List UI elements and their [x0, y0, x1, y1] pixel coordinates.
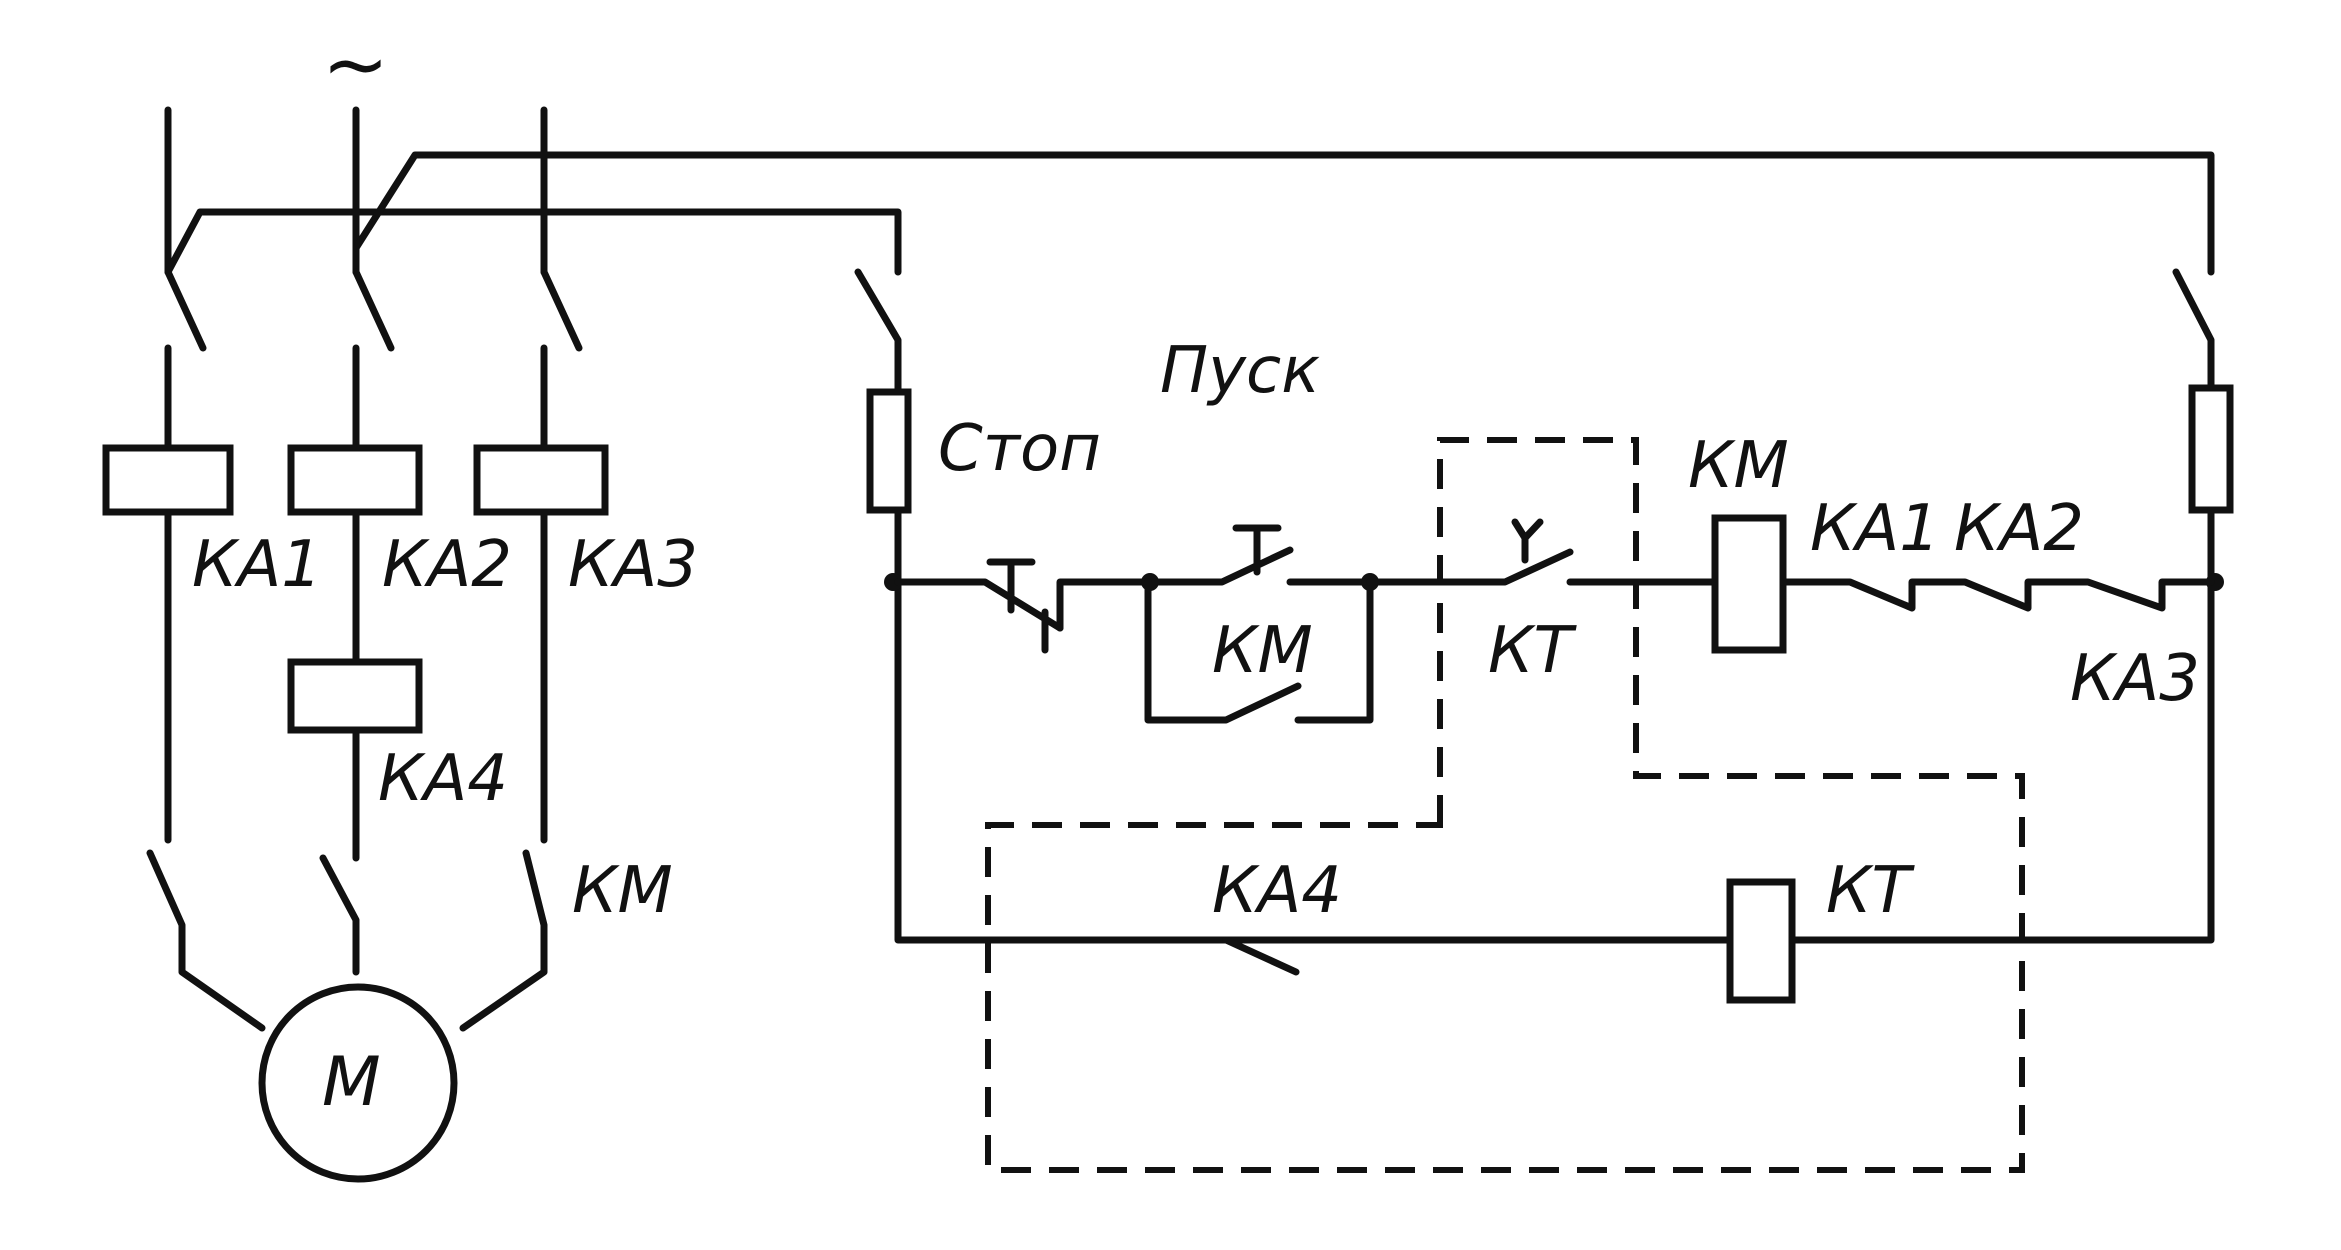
label-km-coil: КМ — [1688, 429, 1789, 503]
label-start: Пуск — [1160, 334, 1320, 408]
coil-km — [1711, 514, 1787, 654]
breaker-contact-3 — [540, 268, 583, 352]
power-circuit — [102, 106, 609, 1183]
relay-coil-ka3 — [473, 444, 609, 516]
ac-supply-symbol: ~ — [322, 18, 389, 111]
label-km-hold: КМ — [1212, 614, 1313, 688]
motor — [258, 983, 458, 1183]
label-kt-contact: КТ — [1488, 614, 1577, 688]
junction-dot — [2206, 573, 2224, 591]
fuse-right — [2188, 384, 2234, 514]
stop-button-actuator — [986, 558, 1049, 654]
control-tap-l2 — [352, 151, 2215, 276]
contactor-km-contact-1 — [146, 849, 266, 1032]
overcurrent-contacts-ka1-ka2-ka3 — [1779, 578, 2215, 612]
contactor-km-contact-2 — [319, 854, 360, 976]
relay-coil-ka4 — [287, 658, 423, 734]
timer-relay-enclosure — [985, 437, 2025, 1173]
start-button-actuator — [1232, 524, 1282, 576]
km-hold-contact — [1144, 578, 1374, 724]
kt-contact-actuator — [1511, 518, 1544, 564]
relay-coil-ka1 — [102, 444, 234, 516]
label-motor-contactor: КМ — [572, 854, 673, 928]
label-ka4: КА4 — [378, 742, 508, 816]
kt-contact — [1366, 548, 1719, 586]
junction-dot — [884, 573, 902, 591]
label-ka4-contact: КА4 — [1212, 854, 1342, 928]
coil-kt — [1726, 878, 1796, 1004]
stop-button-contact — [894, 578, 1064, 632]
label-ka3: КА3 — [568, 528, 698, 602]
label-stop: Стоп — [938, 412, 1101, 486]
label-ka2: КА2 — [382, 528, 512, 602]
label-ka1: КА1 — [192, 528, 322, 602]
control-switch-left — [854, 268, 902, 396]
right-rail — [1791, 506, 2215, 944]
left-rail — [894, 506, 1304, 944]
relay-coil-ka2 — [287, 444, 423, 516]
label-kt-coil: КТ — [1826, 854, 1915, 928]
ka4-contact — [1222, 936, 1734, 976]
breaker-contact-1 — [164, 268, 207, 352]
label-motor: М — [322, 1043, 381, 1122]
breaker-contact-2 — [352, 268, 395, 352]
start-button-contact — [1144, 546, 1372, 586]
label-ka3-contact: КА3 — [2070, 642, 2200, 716]
label-ka2-contact: КА2 — [1954, 492, 2084, 566]
contactor-km-contact-3 — [459, 849, 548, 1032]
stop-to-start-wire — [1056, 578, 1152, 632]
control-switch-right — [2172, 268, 2215, 392]
control-circuit — [854, 268, 2234, 1173]
label-ka1-contact: КА1 — [1810, 492, 1940, 566]
fuse-left — [866, 388, 912, 514]
control-tap-l1 — [164, 208, 902, 276]
